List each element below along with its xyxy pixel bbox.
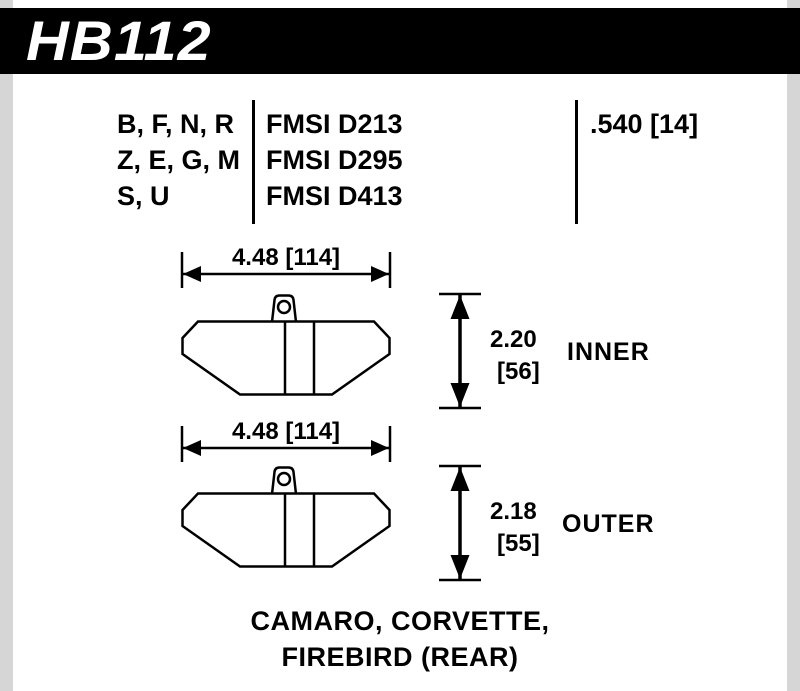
width-dimension-label-inner: 4.48 [114]: [231, 244, 341, 271]
brake-pad-drawing-inner: [181, 294, 391, 396]
spec-divider-left: [252, 100, 255, 224]
height-dimension-arrow-inner: [439, 292, 481, 410]
compound-codes-column: B, F, N, R Z, E, G, M S, U: [117, 106, 240, 214]
height-dimension-arrow-outer: [439, 464, 481, 582]
pad-thickness-value: .540 [14]: [590, 109, 699, 139]
right-margin-strip: [787, 0, 800, 691]
fmsi-number-line: FMSI D295: [266, 145, 403, 175]
width-dimension-arrow-inner: [180, 252, 392, 288]
fmsi-numbers-column: FMSI D213 FMSI D295 FMSI D413: [266, 106, 403, 214]
height-inches-inner: 2.20: [490, 326, 537, 353]
width-dimension-arrow-outer: [180, 426, 392, 462]
left-margin-strip: [0, 0, 13, 691]
brake-pad-drawing-outer: [181, 466, 391, 568]
height-mm-outer: [55]: [497, 530, 540, 557]
part-number-header: HB112: [0, 8, 800, 74]
pad-position-label-inner: INNER: [567, 338, 650, 366]
fmsi-number-line: FMSI D413: [266, 181, 403, 211]
compound-codes-line: B, F, N, R: [117, 109, 235, 139]
height-inches-outer: 2.18: [490, 498, 537, 525]
application-line-1: CAMARO, CORVETTE,: [250, 606, 550, 636]
compound-codes-line: Z, E, G, M: [117, 145, 241, 175]
fmsi-number-line: FMSI D213: [266, 109, 403, 139]
part-number: HB112: [26, 9, 212, 72]
width-dimension-label-outer: 4.48 [114]: [231, 418, 341, 445]
pad-position-label-outer: OUTER: [562, 510, 655, 538]
application-line-2: FIREBIRD (REAR): [281, 642, 519, 672]
compound-codes-line: S, U: [117, 181, 170, 211]
height-mm-inner: [56]: [497, 358, 540, 385]
spec-divider-right: [575, 100, 578, 224]
